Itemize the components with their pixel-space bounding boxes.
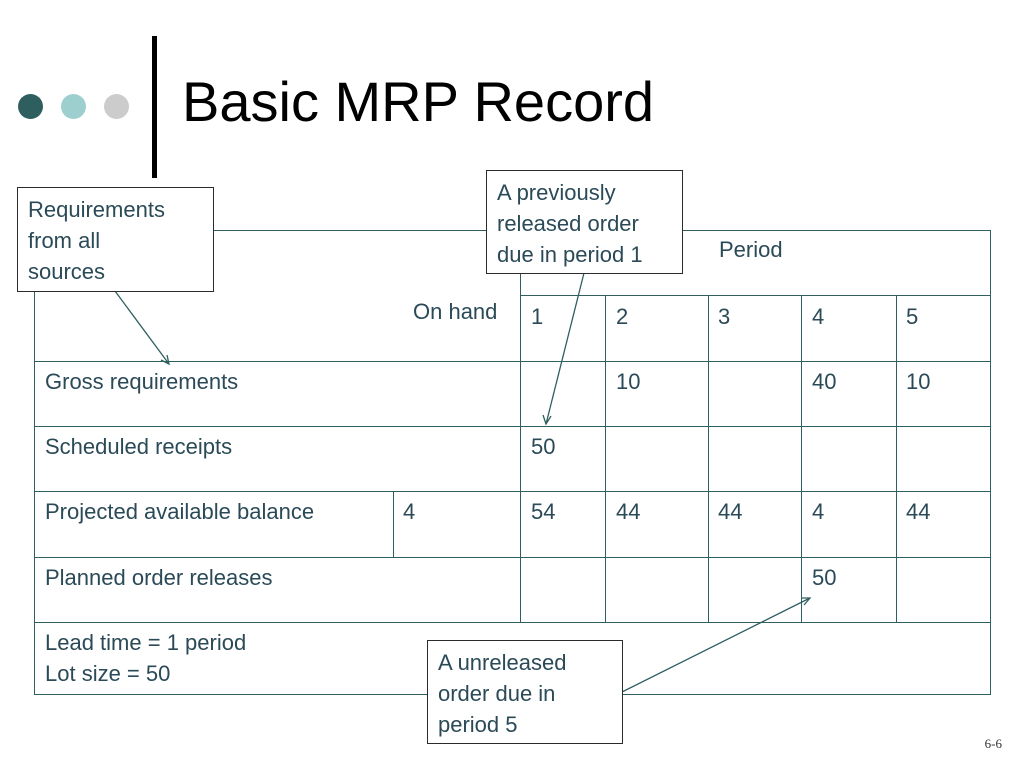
table-cell: 44 [616,499,641,524]
callout-line: due in period 1 [497,242,643,267]
table-cell: 50 [812,565,837,590]
callout-requirements: Requirements from all sources [17,187,214,292]
table-cell: 40 [812,369,837,394]
table-line [708,295,709,623]
table-cell: 44 [906,499,931,524]
table-line [605,295,606,623]
table-line [34,557,991,558]
lead-time-note: Lead time = 1 period [45,630,247,655]
table-cell: 10 [616,369,641,394]
table-cell: 50 [531,434,556,459]
table-line [990,230,991,695]
table-line [520,295,991,296]
callout-unreleased: A unreleased order due in period 5 [427,640,623,744]
table-cell: 44 [718,499,743,524]
slide-number: 6-6 [984,736,1002,751]
callout-line: A previously [497,180,616,205]
table-line [896,295,897,623]
table-line [34,361,991,362]
decor-dot-gray [104,94,129,119]
on-hand-value: 4 [403,499,416,524]
row-label-planned-order-releases: Planned order releases [45,565,273,590]
callout-line: released order [497,211,639,236]
callout-line: from all [28,228,101,253]
period-number: 1 [531,304,544,329]
on-hand-header: On hand [413,299,498,324]
row-label-gross-requirements: Gross requirements [45,369,239,394]
table-line [34,426,991,427]
table-line [393,491,394,557]
arrow-unreleased [621,597,811,693]
callout-previously-released: A previously released order due in perio… [486,170,683,274]
table-cell: 54 [531,499,556,524]
period-number: 2 [616,304,629,329]
period-number: 5 [906,304,919,329]
arrow-previously-released [545,272,585,425]
callout-line: Requirements [28,197,165,222]
callout-line: period 5 [438,712,518,737]
lot-size-note: Lot size = 50 [45,661,171,686]
decor-dot-teal [61,94,86,119]
table-line [520,230,521,623]
callout-line: A unreleased [438,650,567,675]
arrowhead-requirements [160,354,170,366]
callout-line: order due in [438,681,556,706]
table-line [34,491,991,492]
table-line [34,622,991,623]
callout-line: sources [28,259,106,284]
row-label-scheduled-receipts: Scheduled receipts [45,434,233,459]
title-divider [152,36,157,178]
period-header: Period [719,237,783,262]
slide-title: Basic MRP Record [182,70,655,133]
decor-dot-dark [18,94,43,119]
period-number: 3 [718,304,731,329]
table-cell: 4 [812,499,825,524]
table-line [34,230,35,695]
period-number: 4 [812,304,825,329]
table-cell: 10 [906,369,931,394]
row-label-projected-available-balance: Projected available balance [45,499,315,524]
arrow-requirements [114,290,170,365]
arrowhead-unreleased [801,597,812,606]
table-line [801,295,802,623]
arrowhead-previously-released [542,414,552,426]
